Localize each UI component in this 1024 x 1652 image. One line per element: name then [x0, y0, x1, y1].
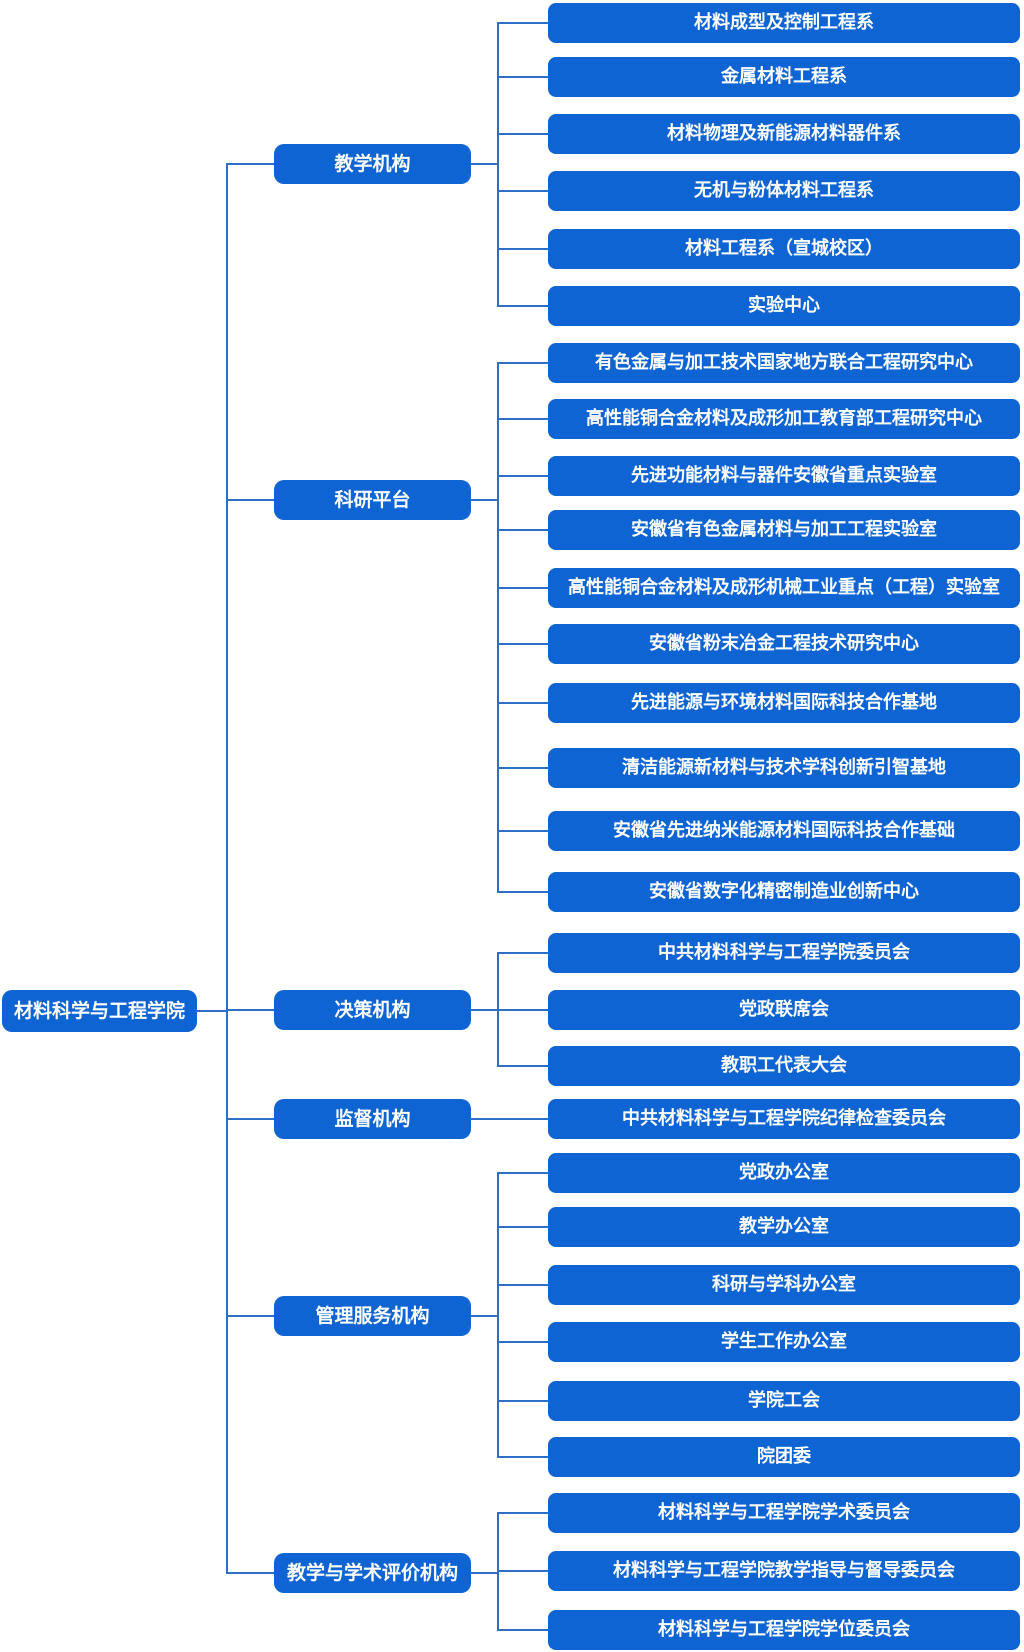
connector-rail-to-leaf [497, 702, 548, 704]
connector-trunk-to-category [226, 1009, 274, 1011]
leaf-node-0-1: 金属材料工程系 [548, 57, 1020, 97]
leaf-node-5-1: 材料科学与工程学院教学指导与督导委员会 [548, 1551, 1020, 1591]
leaf-node-4-2: 科研与学科办公室 [548, 1265, 1020, 1305]
connector-rail-to-leaf [497, 767, 548, 769]
leaf-node-2-1: 党政联席会 [548, 990, 1020, 1030]
connector-rail-to-leaf [497, 76, 548, 78]
leaf-node-1-1: 高性能铜合金材料及成形加工教育部工程研究中心 [548, 399, 1020, 439]
leaf-node-2-0: 中共材料科学与工程学院委员会 [548, 933, 1020, 973]
connector-rail-to-leaf [497, 529, 548, 531]
connector-rail-to-leaf [497, 362, 548, 364]
leaf-node-1-8: 安徽省先进纳米能源材料国际科技合作基础 [548, 811, 1020, 851]
connector-rail-to-leaf [497, 475, 548, 477]
connector-rail-to-leaf [497, 1226, 548, 1228]
category-node-5: 教学与学术评价机构 [274, 1553, 471, 1593]
connector-rail-to-leaf [497, 1456, 548, 1458]
connector-rail-to-leaf [497, 1512, 548, 1514]
connector-rail-to-leaf [497, 1400, 548, 1402]
leaf-node-0-3: 无机与粉体材料工程系 [548, 171, 1020, 211]
leaf-node-1-6: 先进能源与环境材料国际科技合作基地 [548, 683, 1020, 723]
category-node-0: 教学机构 [274, 144, 471, 184]
connector-trunk-to-category [226, 1315, 274, 1317]
leaf-node-0-5: 实验中心 [548, 286, 1020, 326]
connector-rail-to-leaf [497, 587, 548, 589]
leaf-node-4-5: 院团委 [548, 1437, 1020, 1477]
root-node: 材料科学与工程学院 [2, 990, 197, 1032]
connector-category-to-rail [470, 1118, 498, 1120]
connector-rail-to-leaf [497, 1009, 548, 1011]
connector-trunk-to-category [226, 1572, 274, 1574]
connector-rail-to-leaf [497, 891, 548, 893]
leaf-node-0-2: 材料物理及新能源材料器件系 [548, 114, 1020, 154]
connector-trunk-to-category [226, 163, 274, 165]
connector-rail-to-leaf [497, 643, 548, 645]
leaf-node-4-4: 学院工会 [548, 1381, 1020, 1421]
connector-rail-to-leaf [497, 1065, 548, 1067]
category-node-3: 监督机构 [274, 1099, 471, 1139]
category-node-4: 管理服务机构 [274, 1296, 471, 1336]
leaf-node-1-5: 安徽省粉末冶金工程技术研究中心 [548, 624, 1020, 664]
leaf-node-0-0: 材料成型及控制工程系 [548, 3, 1020, 43]
connector-rail-to-leaf [497, 1172, 548, 1174]
connector-trunk-line [226, 163, 228, 1574]
connector-rail-to-leaf [497, 22, 548, 24]
connector-trunk-to-category [226, 1118, 274, 1120]
leaf-node-1-3: 安徽省有色金属材料与加工工程实验室 [548, 510, 1020, 550]
leaf-node-1-2: 先进功能材料与器件安徽省重点实验室 [548, 456, 1020, 496]
connector-rail-to-leaf [497, 830, 548, 832]
leaf-node-4-0: 党政办公室 [548, 1153, 1020, 1193]
leaf-node-1-7: 清洁能源新材料与技术学科创新引智基地 [548, 748, 1020, 788]
leaf-node-4-3: 学生工作办公室 [548, 1322, 1020, 1362]
leaf-node-1-4: 高性能铜合金材料及成形机械工业重点（工程）实验室 [548, 568, 1020, 608]
connector-category-to-rail [470, 1572, 498, 1574]
connector-children-rail [497, 1172, 499, 1458]
connector-children-rail [497, 22, 499, 307]
connector-rail-to-leaf [497, 1284, 548, 1286]
connector-category-to-rail [470, 1315, 498, 1317]
connector-category-to-rail [470, 1009, 498, 1011]
connector-rail-to-leaf [497, 1341, 548, 1343]
leaf-node-5-2: 材料科学与工程学院学位委员会 [548, 1610, 1020, 1650]
connector-rail-to-leaf [497, 1118, 548, 1120]
category-node-2: 决策机构 [274, 990, 471, 1030]
connector-rail-to-leaf [497, 1629, 548, 1631]
category-node-1: 科研平台 [274, 480, 471, 520]
connector-rail-to-leaf [497, 1570, 548, 1572]
connector-trunk-to-category [226, 499, 274, 501]
connector-rail-to-leaf [497, 248, 548, 250]
connector-children-rail [497, 362, 499, 893]
leaf-node-3-0: 中共材料科学与工程学院纪律检查委员会 [548, 1099, 1020, 1139]
leaf-node-2-2: 教职工代表大会 [548, 1046, 1020, 1086]
connector-root-trunk [196, 1010, 227, 1012]
connector-rail-to-leaf [497, 305, 548, 307]
leaf-node-1-0: 有色金属与加工技术国家地方联合工程研究中心 [548, 343, 1020, 383]
leaf-node-4-1: 教学办公室 [548, 1207, 1020, 1247]
connector-category-to-rail [470, 499, 498, 501]
connector-rail-to-leaf [497, 952, 548, 954]
leaf-node-0-4: 材料工程系（宣城校区） [548, 229, 1020, 269]
connector-rail-to-leaf [497, 190, 548, 192]
leaf-node-5-0: 材料科学与工程学院学术委员会 [548, 1493, 1020, 1533]
leaf-node-1-9: 安徽省数字化精密制造业创新中心 [548, 872, 1020, 912]
connector-rail-to-leaf [497, 133, 548, 135]
connector-rail-to-leaf [497, 418, 548, 420]
connector-category-to-rail [470, 163, 498, 165]
